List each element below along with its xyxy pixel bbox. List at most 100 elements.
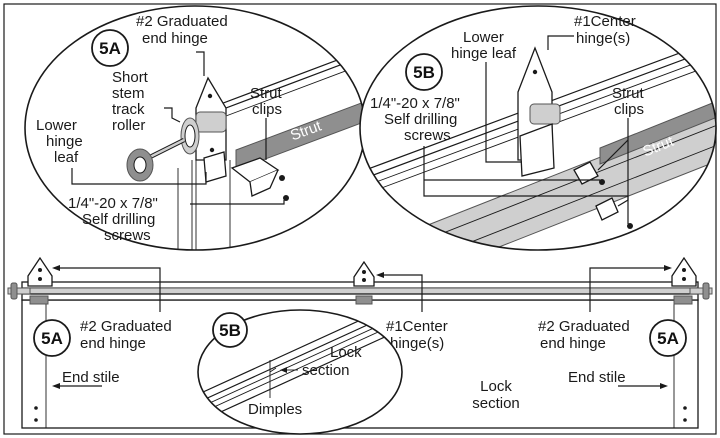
frame-border (3, 3, 717, 435)
label-center-hinge-1: #1Center (386, 318, 448, 335)
lower-hinge-leaf (203, 151, 227, 183)
roller-wheel-left (10, 282, 18, 300)
label-roller-1: Short (112, 69, 149, 86)
roller-hub (184, 124, 196, 148)
dimple-mark (269, 367, 277, 373)
strut-groove (399, 123, 716, 250)
leader-graduated-right (589, 267, 668, 312)
label-lower-hinge-leaf-5b-1: Lower (463, 29, 504, 46)
leader-lower-hinge-leaf (71, 168, 207, 185)
label-lock-section-detail-2: section (302, 362, 350, 379)
badge-5b-top (405, 53, 443, 91)
leader-strut-clips-5b-2 (597, 139, 629, 171)
badge-5b-top-text: 5B (413, 63, 435, 82)
label-graduated-hinge-detail-1: #2 Graduated (136, 13, 228, 30)
leader-lower-hinge-leaf-5b (485, 62, 522, 163)
hinge-hole (362, 270, 366, 274)
screw (283, 195, 289, 201)
arrowhead (280, 367, 287, 373)
label-lock-section-1: Lock (480, 378, 512, 395)
hinge-hole (532, 69, 538, 75)
label-strut-clips-5b-1: Strut (612, 85, 645, 102)
lock-section-groove (198, 315, 401, 413)
hinge-hole (209, 147, 215, 153)
hinge-hole (362, 278, 366, 282)
label-lock-section-2: section (472, 395, 520, 412)
label-center-hinge-detail-2: hinge(s) (576, 30, 630, 47)
end-hinge-lower-leaf-right (673, 295, 693, 305)
leader-center-hinge-detail (547, 35, 574, 50)
lock-section-edge (198, 310, 401, 407)
badge-5b-bottom-text: 5B (219, 321, 241, 340)
label-lower-hinge-leaf-2: hinge (46, 133, 83, 150)
leader-graduated-detail (196, 51, 205, 76)
roller-stem-right (689, 287, 713, 295)
badge-5a-right (649, 319, 687, 357)
hinge-hole (682, 268, 686, 272)
label-center-hinge-2: hinge(s) (390, 335, 444, 352)
label-screws-5a-2: Self drilling (82, 211, 155, 228)
badge-5a-top (91, 29, 129, 67)
rivet (34, 418, 38, 422)
label-graduated-hinge-right-1: #2 Graduated (538, 318, 630, 335)
lower-hinge-leaf-5b (519, 123, 555, 177)
leader-center-hinge (380, 274, 423, 312)
label-graduated-hinge-detail-2: end hinge (142, 30, 208, 47)
rivet (34, 406, 38, 410)
leader-graduated-left (56, 267, 161, 312)
detail-5b-center-hinge: Strut 5B Lower hinge leaf #1Center hinge… (359, 5, 717, 251)
roller-stem-left (7, 287, 31, 295)
screw (599, 179, 605, 185)
strut-clip (573, 161, 599, 185)
label-strut-clips-5b-2: clips (614, 101, 644, 118)
label-end-stile-left: End stile (62, 369, 120, 386)
detail-circle-small (197, 309, 403, 435)
strut-clip-tab (249, 169, 279, 197)
hinge-hole (207, 93, 213, 99)
leader-roller (164, 107, 181, 123)
label-roller-4: roller (112, 117, 145, 134)
arrowhead (52, 383, 60, 389)
strut-bar (21, 287, 699, 295)
hinge-hole (38, 268, 42, 272)
label-screws-5a-3: screws (104, 227, 151, 244)
screw (627, 223, 633, 229)
detail-circle-5b (359, 5, 717, 251)
detail-circle-small-bg (198, 310, 402, 434)
hinge-hole (38, 277, 42, 281)
rivet (683, 406, 687, 410)
badge-5a-left-text: 5A (41, 329, 63, 348)
end-hinge-lower-leaf-left (29, 295, 49, 305)
detail-5a-end-hinge: Strut 5A #2 Graduated end hing (24, 5, 366, 251)
label-end-stile-right: End stile (568, 369, 626, 386)
badge-5a-top-text: 5A (99, 39, 121, 58)
rivet (683, 418, 687, 422)
detail-5b-lock-section: 5B Lock section Dimples (197, 309, 403, 435)
strut-top (599, 99, 716, 165)
label-roller-3: track (112, 101, 145, 118)
label-center-hinge-detail-1: #1Center (574, 13, 636, 30)
lock-section-edge (198, 329, 401, 427)
arrowhead (376, 272, 384, 278)
label-screws-5b-2: Self drilling (384, 111, 457, 128)
label-strut-clips-1: Strut (250, 85, 283, 102)
arrowhead (664, 265, 672, 271)
label-screws-5b-3: screws (404, 127, 451, 144)
strut-clip (595, 197, 619, 221)
badge-5a-right-text: 5A (657, 329, 679, 348)
leader-screws-5a (190, 200, 285, 205)
hinge-hole (682, 277, 686, 281)
label-dimples: Dimples (248, 401, 302, 418)
badge-5b-bottom (212, 312, 248, 348)
label-screws-5b-1: 1/4"-20 x 7/8" (370, 95, 460, 112)
label-screws-5a-1: 1/4"-20 x 7/8" (68, 195, 158, 212)
label-lower-hinge-leaf-5b-2: hinge leaf (451, 45, 517, 62)
strut-band (235, 95, 365, 171)
badge-5a-left (33, 319, 71, 357)
center-hinge-lower-leaf (355, 295, 373, 305)
label-lower-hinge-leaf-1: Lower (36, 117, 77, 134)
arrowhead (660, 383, 668, 389)
label-roller-2: stem (112, 85, 145, 102)
